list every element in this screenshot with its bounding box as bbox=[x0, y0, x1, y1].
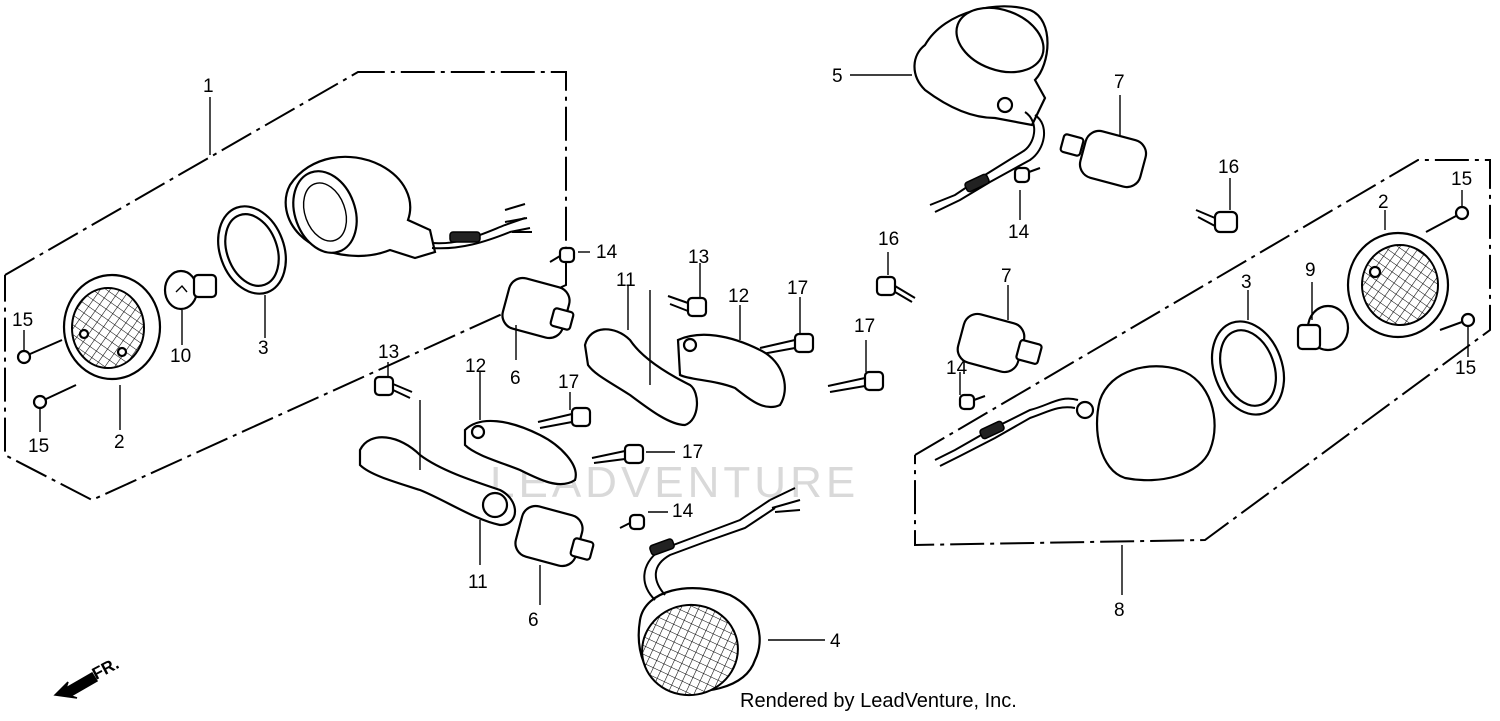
callout-13-mid: 13 bbox=[688, 247, 709, 268]
bolt-16-right bbox=[1195, 209, 1239, 234]
gasket-left bbox=[217, 205, 287, 295]
leader-lines bbox=[23, 74, 1469, 641]
callout-11-lower: 11 bbox=[468, 572, 488, 593]
screw-15-upper-right bbox=[1425, 205, 1470, 233]
gasket-right bbox=[1210, 320, 1286, 416]
relay-6-lower bbox=[514, 504, 595, 568]
callout-16-mid: 16 bbox=[878, 229, 899, 250]
callout-12-lower: 12 bbox=[465, 356, 486, 377]
callout-17-c: 17 bbox=[558, 372, 579, 393]
callout-2-right: 2 bbox=[1378, 192, 1389, 213]
relay-lower bbox=[956, 312, 1043, 374]
turn-signal-bottom bbox=[637, 487, 801, 697]
callout-3-left: 3 bbox=[258, 338, 269, 359]
bolt-13-left bbox=[373, 375, 413, 399]
credit-text: Rendered by LeadVenture, Inc. bbox=[740, 690, 1017, 712]
screw-14-left bbox=[549, 246, 576, 264]
relay-6-upper bbox=[501, 276, 575, 340]
callout-7-upper: 7 bbox=[1114, 72, 1125, 93]
callout-4: 4 bbox=[830, 631, 841, 652]
callout-14-left: 14 bbox=[596, 242, 618, 263]
housing-left bbox=[284, 155, 532, 260]
front-direction-arrow: FR. bbox=[53, 654, 122, 699]
arrow-icon bbox=[53, 671, 99, 699]
right-assembly-box bbox=[914, 159, 1491, 547]
bolt-13-mid bbox=[667, 295, 708, 318]
screw-15-lower-right bbox=[1439, 312, 1476, 331]
relay-upper bbox=[1059, 129, 1148, 189]
bracket-11-upper bbox=[583, 290, 698, 427]
callout-2-left: 2 bbox=[114, 432, 125, 453]
callout-10: 10 bbox=[170, 346, 191, 367]
bracket-12-upper bbox=[676, 333, 786, 409]
callout-12-upper: 12 bbox=[728, 286, 749, 307]
callout-11-upper: 11 bbox=[616, 270, 636, 291]
callout-15-lower-right: 15 bbox=[1455, 358, 1476, 379]
callout-14-mid: 14 bbox=[946, 358, 968, 379]
shell-right bbox=[934, 365, 1216, 482]
callout-labels: 1 2 3 10 15 15 5 7 14 16 2 15 16 7 3 9 1… bbox=[12, 66, 1476, 652]
bolt-17-a bbox=[759, 332, 815, 355]
lens-left bbox=[62, 273, 162, 381]
callout-17-a: 17 bbox=[787, 278, 808, 299]
callout-3-right: 3 bbox=[1241, 272, 1252, 293]
screw-14-top bbox=[1013, 166, 1041, 184]
bolt-17-b bbox=[827, 370, 885, 393]
callout-15-upper-right: 15 bbox=[1451, 169, 1472, 190]
screw-14-mid bbox=[958, 393, 986, 411]
callout-16-right: 16 bbox=[1218, 157, 1239, 178]
callout-6-upper: 6 bbox=[510, 368, 521, 389]
bracket-12-lower bbox=[463, 419, 577, 486]
callout-15-upper-left: 15 bbox=[12, 310, 33, 331]
bulb-left bbox=[163, 269, 218, 311]
callout-9: 9 bbox=[1305, 260, 1316, 281]
shell-top bbox=[913, 5, 1049, 213]
bolt-16-mid bbox=[875, 275, 916, 303]
callout-15-lower-left: 15 bbox=[28, 436, 49, 457]
callout-8: 8 bbox=[1114, 600, 1125, 621]
callout-1: 1 bbox=[203, 76, 214, 97]
bulb-right bbox=[1296, 304, 1350, 352]
bracket-11-lower bbox=[358, 400, 516, 527]
lens-right bbox=[1346, 231, 1450, 339]
callout-17-b: 17 bbox=[854, 316, 875, 337]
callout-14-bottom: 14 bbox=[672, 501, 694, 522]
bolt-17-d bbox=[591, 443, 645, 465]
left-assembly-box bbox=[4, 71, 567, 502]
bolt-17-c bbox=[537, 406, 592, 429]
callout-5: 5 bbox=[832, 66, 843, 87]
callout-6-lower: 6 bbox=[528, 610, 539, 631]
callout-13-left: 13 bbox=[378, 342, 399, 363]
screw-14-bottom bbox=[619, 513, 646, 531]
screw-15-lower-left bbox=[32, 384, 77, 410]
callout-14-top: 14 bbox=[1008, 222, 1030, 243]
callout-7-lower: 7 bbox=[1001, 266, 1012, 287]
callout-17-d: 17 bbox=[682, 442, 703, 463]
